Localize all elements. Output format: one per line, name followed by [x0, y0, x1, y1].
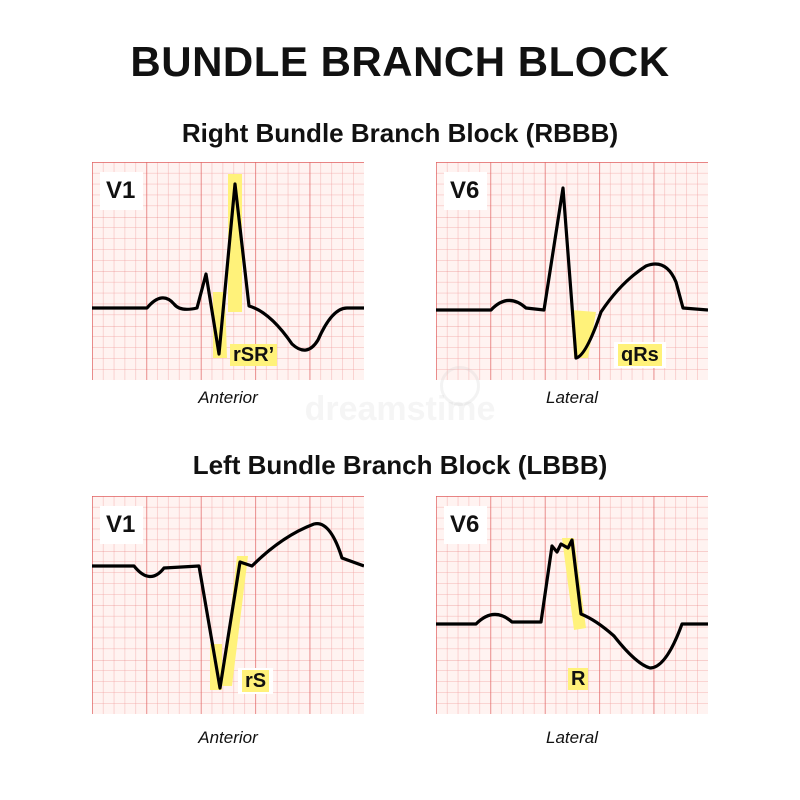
- page-title: BUNDLE BRANCH BLOCK: [130, 38, 670, 85]
- ecg-trace: [92, 522, 364, 690]
- lead-label: V6: [444, 506, 488, 544]
- pattern-text: rS: [242, 670, 270, 692]
- ecg-trace: [92, 182, 364, 356]
- pattern-text: qRs: [618, 344, 662, 366]
- pattern-text: rSR’: [230, 344, 278, 366]
- pattern-label: rSR’: [226, 342, 281, 368]
- region-label: Lateral: [546, 388, 598, 407]
- pattern-text: R: [568, 668, 589, 690]
- pattern-label: qRs: [614, 342, 666, 368]
- lead-label: V1: [100, 506, 144, 544]
- region-label: Anterior: [198, 728, 258, 747]
- ecg-trace: [436, 186, 708, 360]
- ecg-trace: [436, 538, 708, 670]
- region-label: Anterior: [198, 388, 258, 407]
- r-highlight: [222, 556, 248, 686]
- ecg-panel-lbbb-v1: V1 rS: [92, 496, 364, 714]
- rbbb-heading: Right Bundle Branch Block (RBBB): [181, 118, 619, 148]
- s-highlight: [571, 310, 596, 358]
- ecg-panel-lbbb-v6: V6 R: [436, 496, 708, 714]
- ecg-panel-rbbb-v1: V1 rSR’: [92, 162, 364, 380]
- lead-label: V1: [100, 172, 144, 210]
- lead-label: V6: [444, 172, 488, 210]
- pattern-label: R: [564, 666, 592, 692]
- pattern-label: rS: [238, 668, 274, 694]
- region-label: Lateral: [546, 728, 598, 747]
- ecg-panel-rbbb-v6: V6 qRs: [436, 162, 708, 380]
- watermark-logo: [440, 366, 480, 406]
- lbbb-heading: Left Bundle Branch Block (LBBB): [192, 450, 608, 480]
